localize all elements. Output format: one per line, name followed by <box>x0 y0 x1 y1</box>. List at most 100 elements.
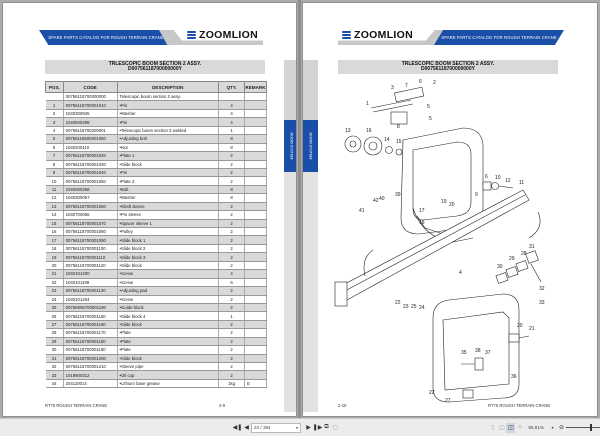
copy-icon[interactable]: ▢ <box>332 425 339 431</box>
cell-desc: •Nut <box>117 143 220 153</box>
facing-layout-icon[interactable]: ◫ <box>506 422 516 433</box>
svg-text:5: 5 <box>429 116 432 122</box>
cell-qty: 2 <box>218 370 246 380</box>
cell-pos <box>45 92 64 102</box>
cell-remark <box>244 92 267 102</box>
cell-pos: 3 <box>45 117 64 127</box>
zoomlion-logo-icon <box>342 31 351 39</box>
zoomlion-logo: ZOOMLION <box>342 29 413 41</box>
side-tab-grey <box>284 60 296 120</box>
svg-text:28: 28 <box>521 251 527 257</box>
cell-remark <box>244 134 267 144</box>
cell-qty: 4 <box>218 100 246 110</box>
svg-text:18: 18 <box>419 220 425 226</box>
first-page-icon[interactable]: ◀❚ <box>232 425 243 431</box>
zoom-level[interactable]: 86.81% <box>528 425 544 430</box>
zoomlion-logo-icon <box>187 31 196 39</box>
page-dropdown-icon[interactable]: ▾ <box>295 425 298 430</box>
cell-desc: •Adjusting bolt <box>117 134 220 144</box>
zoom-out-icon[interactable]: ⊖ <box>558 425 565 431</box>
cell-remark <box>244 100 267 110</box>
assembly-code: D00756118700000000Y <box>128 66 182 73</box>
last-page-icon[interactable]: ❚▶ <box>312 425 323 431</box>
prev-page-icon[interactable]: ◀ <box>244 425 249 431</box>
cell-pos: 30 <box>45 345 64 355</box>
cell-code: 1040200110 <box>63 143 118 153</box>
cell-desc: Telescopic boom section 2 assy. <box>117 92 220 102</box>
cell-remark <box>244 202 267 212</box>
cell-desc: •Screw <box>117 278 220 288</box>
cell-code: 00756118700001010 <box>63 100 118 110</box>
rotate-icon[interactable]: ⧉ <box>324 424 329 430</box>
zoom-slider[interactable] <box>566 424 600 431</box>
cell-pos: 11 <box>45 185 64 195</box>
assembly-title: TRLESCOPIC BOOM SECTION 2 ASSY. D0075611… <box>45 60 265 74</box>
single-page-layout-icon[interactable]: ▯ <box>491 425 495 431</box>
cell-qty: 2 <box>218 235 246 245</box>
svg-text:16: 16 <box>366 128 372 134</box>
cell-code: 00756118700001150 <box>63 311 118 321</box>
svg-text:20: 20 <box>517 323 523 329</box>
cell-qty: 4 <box>218 269 246 279</box>
cell-desc: •Sleeve pipe <box>117 362 220 372</box>
footer-model: RT75 ROUGH TERRAIN CRANE <box>45 403 108 408</box>
cell-pos: 22 <box>45 278 64 288</box>
cell-remark <box>244 328 267 338</box>
svg-text:32: 32 <box>539 286 545 292</box>
cell-qty <box>218 92 246 102</box>
zoom-slider-handle[interactable] <box>590 424 592 431</box>
svg-text:10: 10 <box>495 175 501 181</box>
cell-remark <box>244 176 267 186</box>
cell-qty: 8 <box>218 143 246 153</box>
assembly-title: TRLESCOPIC BOOM SECTION 2 ASSY. D0075611… <box>338 60 558 74</box>
cell-qty: 4 <box>218 117 246 127</box>
cell-desc: •Guide block <box>117 303 220 313</box>
facing-continuous-layout-icon[interactable]: ☩ <box>517 425 523 431</box>
cell-qty: 2 <box>218 328 246 338</box>
side-tab-grey-lower <box>284 172 296 412</box>
svg-text:7: 7 <box>405 83 408 89</box>
cell-pos: 2 <box>45 109 64 119</box>
cell-desc: •Oil cup <box>117 370 220 380</box>
cell-qty: 2 <box>218 261 246 271</box>
cell-pos: 6 <box>45 143 64 153</box>
cell-remark <box>244 320 267 330</box>
zoom-dropdown-icon[interactable]: ▾ <box>551 425 554 430</box>
next-page-icon[interactable]: ▶ <box>306 425 311 431</box>
svg-text:19: 19 <box>441 199 447 205</box>
cell-qty: 2 <box>218 219 246 229</box>
continuous-layout-icon[interactable]: ◫ <box>499 425 505 431</box>
page-number-value: 23 / 384 <box>254 425 271 430</box>
page-number-field[interactable]: 23 / 384 ▾ <box>251 422 301 433</box>
cell-pos: 17 <box>45 235 64 245</box>
cell-pos: 25 <box>45 303 64 313</box>
cell-code: 1040000258 <box>63 185 118 195</box>
cell-code: 00756118700001100 <box>63 244 118 254</box>
cell-qty: 8 <box>218 134 246 144</box>
cell-remark <box>244 278 267 288</box>
cell-pos: 7 <box>45 151 64 161</box>
col-qty: QTY. <box>218 81 246 93</box>
cell-pos: 20 <box>45 261 64 271</box>
cell-remark <box>244 362 267 372</box>
cell-qty: 2 <box>218 362 246 372</box>
cell-code: 00756118700001190 <box>63 345 118 355</box>
svg-text:41: 41 <box>359 208 365 214</box>
svg-text:31: 31 <box>529 244 535 250</box>
cell-pos: 32 <box>45 362 64 372</box>
cell-desc: •Slide block 3 <box>117 252 220 262</box>
